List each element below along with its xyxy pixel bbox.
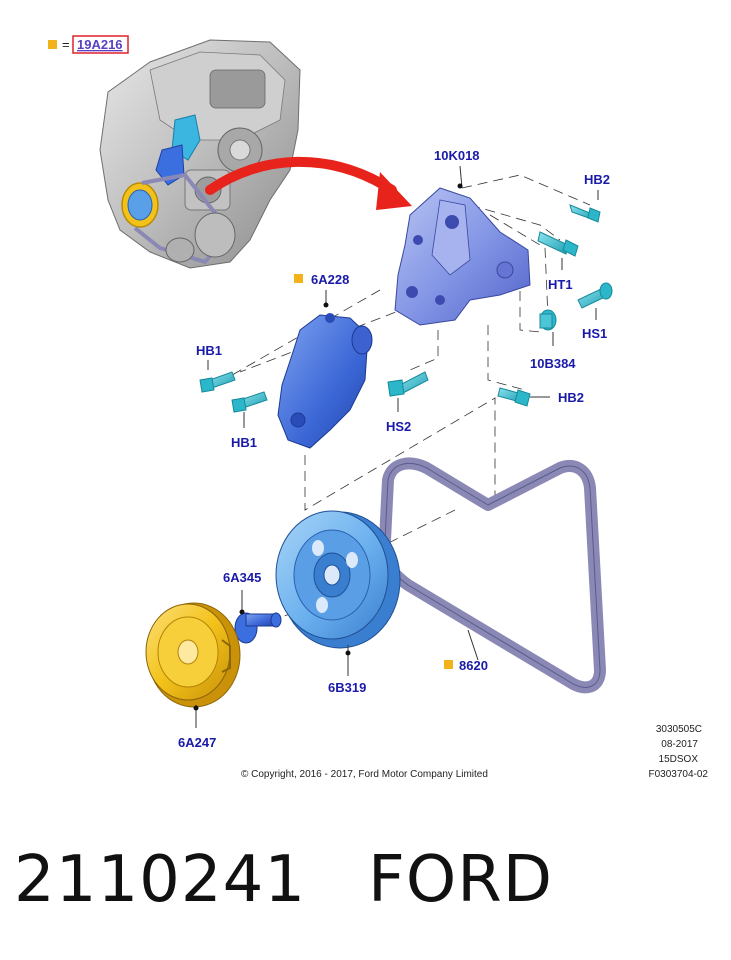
- label-hb1-lower: HB1: [231, 435, 257, 450]
- crankshaft-damper: [275, 510, 401, 676]
- drive-belt: [378, 457, 606, 694]
- label-10k018: 10K018: [434, 148, 480, 163]
- meta-model: 15DSOX: [659, 754, 699, 765]
- bolt-hb1-lower: [231, 391, 268, 428]
- copyright: © Copyright, 2016 - 2017, Ford Motor Com…: [241, 769, 488, 780]
- legend-link[interactable]: 19A216: [77, 37, 123, 52]
- label-8620: 8620: [459, 658, 488, 673]
- legend-equals: =: [62, 37, 70, 52]
- bolt-hb1-upper: [199, 360, 236, 393]
- label-6a228: 6A228: [311, 272, 349, 287]
- spacer-10b384: [539, 309, 557, 346]
- crankshaft-bolt: [234, 590, 282, 644]
- legend-link-box: [72, 35, 129, 54]
- label-10b384: 10B384: [530, 356, 576, 371]
- vacuum-pump: [277, 290, 373, 449]
- label-hb2-mid: HB2: [558, 390, 584, 405]
- red-arrow-icon: [205, 156, 412, 210]
- legend: = 19A216: [48, 35, 129, 54]
- meta-date: 08-2017: [661, 739, 698, 750]
- label-hs1: HS1: [582, 326, 607, 341]
- callout-marker-6a228-icon: [294, 274, 303, 283]
- bolt-hs2: [387, 371, 429, 412]
- meta-code: 3030505C: [656, 724, 702, 735]
- crankshaft-pulley: [145, 602, 241, 728]
- label-ht1: HT1: [548, 277, 573, 292]
- legend-marker-icon: [48, 40, 57, 49]
- label-hb2-top: HB2: [584, 172, 610, 187]
- part-footer: 2110241 FORD: [14, 840, 714, 920]
- bolt-hb2-top: [569, 190, 601, 223]
- engine-illustration: [99, 39, 301, 269]
- bolt-hs1: [577, 282, 613, 320]
- label-hb1-upper: HB1: [196, 343, 222, 358]
- meta-figure: F0303704-02: [649, 769, 709, 780]
- part-number: 2110241: [14, 843, 307, 917]
- label-6a345: 6A345: [223, 570, 261, 585]
- callout-marker-8620-icon: [444, 660, 453, 669]
- exploded-parts-diagram: = 19A216: [48, 35, 709, 780]
- label-6b319: 6B319: [328, 680, 366, 695]
- label-hs2: HS2: [386, 419, 411, 434]
- label-6a247: 6A247: [178, 735, 216, 750]
- bolt-ht1: [537, 231, 579, 270]
- brand-name: FORD: [368, 843, 553, 917]
- bolt-hb2-mid: [497, 387, 550, 407]
- alternator-bracket: [394, 165, 531, 326]
